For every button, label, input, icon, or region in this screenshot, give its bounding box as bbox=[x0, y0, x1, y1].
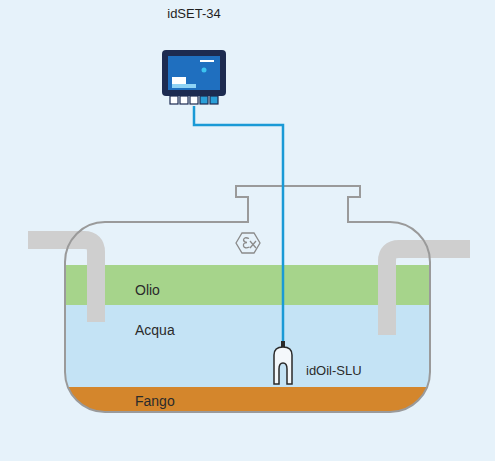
manhole-neck bbox=[249, 196, 347, 224]
signal-cable bbox=[194, 106, 283, 341]
water-layer bbox=[65, 305, 430, 387]
screen-bar bbox=[200, 60, 214, 62]
probe-body bbox=[274, 347, 292, 384]
atex-symbol bbox=[236, 233, 260, 253]
controller-unit: idSET-34 bbox=[156, 4, 232, 106]
cable-port bbox=[180, 96, 188, 104]
device-label: idOil-SLU bbox=[306, 363, 362, 379]
atex-epsilon bbox=[243, 238, 249, 248]
outlet-pipe bbox=[387, 249, 470, 335]
cable-port bbox=[200, 96, 208, 104]
sludge-layer bbox=[65, 387, 430, 412]
tank-fill bbox=[65, 222, 430, 412]
cable-port bbox=[190, 96, 198, 104]
screen-block bbox=[172, 77, 186, 84]
liquid-layer: Fango bbox=[65, 387, 430, 412]
layer-label: Fango bbox=[135, 393, 430, 409]
cable-port bbox=[210, 96, 218, 104]
tank-air bbox=[65, 222, 430, 265]
controller-housing bbox=[162, 50, 226, 96]
liquid-layer: Acqua idOil-SLU bbox=[65, 305, 430, 387]
oil-layer bbox=[65, 265, 430, 305]
probe-drawing bbox=[272, 341, 294, 385]
screen-block bbox=[172, 84, 196, 88]
liquid-layer: Olio bbox=[65, 265, 430, 305]
layer-label: Olio bbox=[135, 282, 430, 298]
sensor-probe: idOil-SLU bbox=[272, 341, 362, 385]
inlet-pipe bbox=[28, 240, 96, 322]
cable-port bbox=[170, 96, 178, 104]
controller-drawing bbox=[160, 48, 228, 106]
screen-dot bbox=[202, 68, 207, 73]
atex-hexagon bbox=[236, 233, 260, 253]
manhole-outline bbox=[236, 186, 360, 222]
tank-outline bbox=[65, 222, 430, 412]
controller-screen bbox=[168, 56, 220, 90]
device-label: idSET-34 bbox=[156, 6, 232, 22]
atex-x bbox=[250, 241, 256, 248]
layer-label: Acqua bbox=[135, 322, 430, 338]
